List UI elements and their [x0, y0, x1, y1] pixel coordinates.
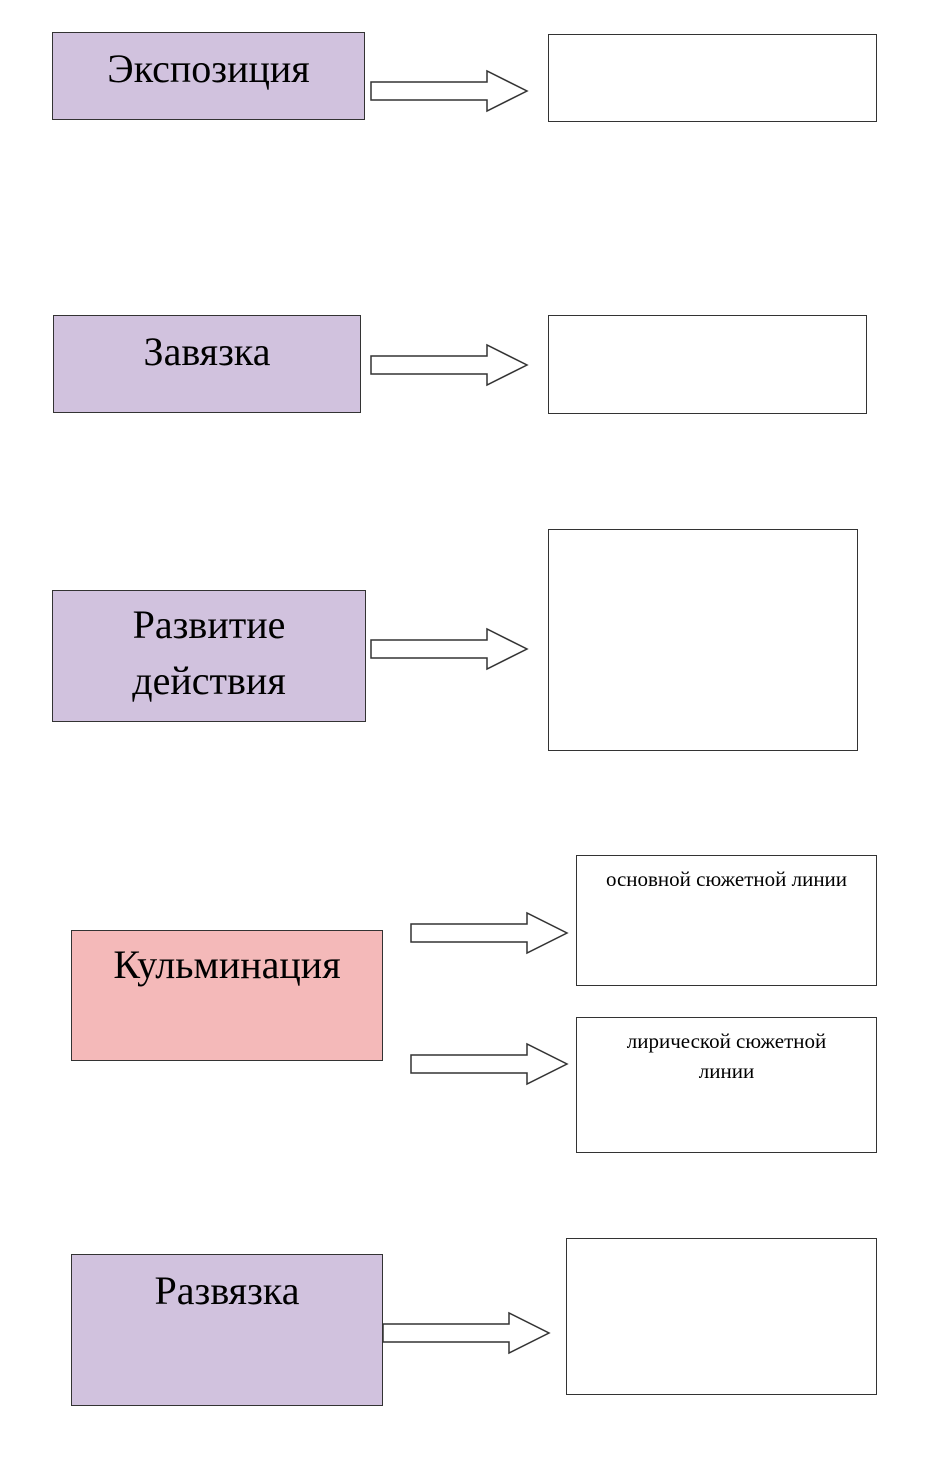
stage-label-resolution: Развязка — [71, 1254, 383, 1406]
answer-box-climax-lyric-plot[interactable]: лирической сюжетной линии — [576, 1017, 877, 1153]
stage-label-text: Экспозиция — [107, 46, 310, 91]
answer-text: лирической сюжетной линии — [626, 1029, 827, 1083]
stage-label-text: Кульминация — [113, 942, 341, 987]
arrow-right-icon — [370, 627, 529, 671]
stage-label-exposition-setup: Завязка — [53, 315, 361, 413]
stage-label-text: Развитие действия — [132, 602, 286, 703]
arrow-right-icon — [410, 1042, 569, 1086]
answer-box-setup[interactable] — [548, 315, 867, 414]
answer-text: основной сюжетной линии — [605, 867, 848, 891]
stage-label-exposition: Экспозиция — [52, 32, 365, 120]
arrow-right-icon — [370, 69, 529, 113]
answer-box-climax-main-plot[interactable]: основной сюжетной линии — [576, 855, 877, 986]
answer-box-resolution[interactable] — [566, 1238, 877, 1395]
stage-label-climax: Кульминация — [71, 930, 383, 1061]
stage-label-text: Завязка — [143, 329, 271, 374]
stage-label-rising-action: Развитие действия — [52, 590, 366, 722]
answer-box-rising-action[interactable] — [548, 529, 858, 751]
stage-label-text: Развязка — [154, 1268, 300, 1313]
arrow-right-icon — [370, 343, 529, 387]
arrow-right-icon — [410, 911, 569, 955]
answer-box-exposition[interactable] — [548, 34, 877, 122]
arrow-right-icon — [382, 1311, 551, 1355]
